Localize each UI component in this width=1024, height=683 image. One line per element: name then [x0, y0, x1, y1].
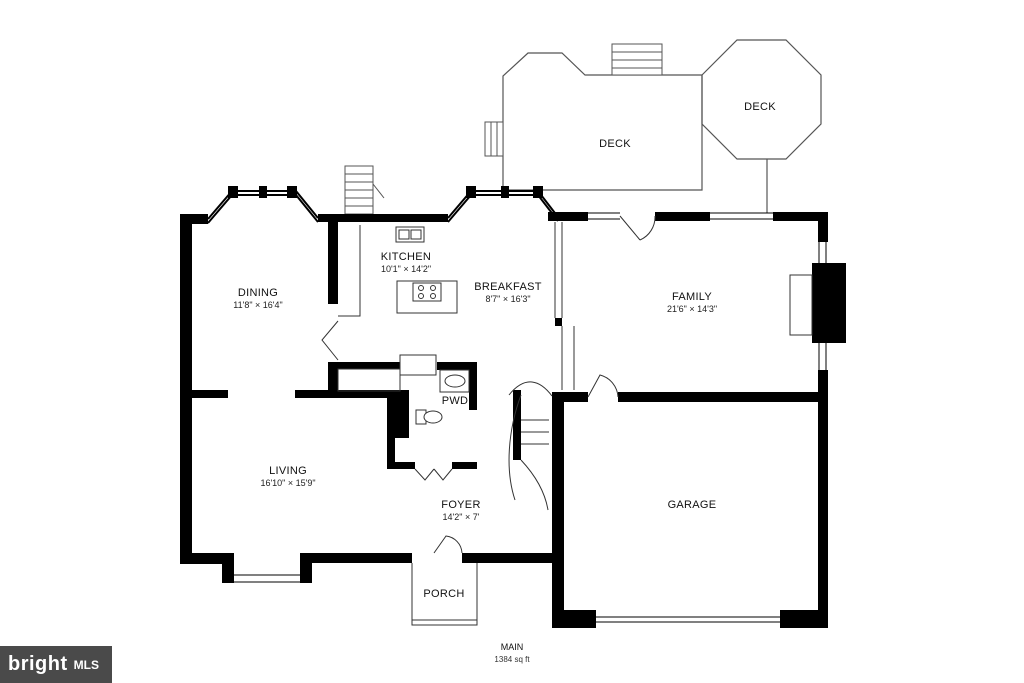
- dining-label: DINING: [238, 287, 278, 299]
- pwd-label: PWD: [442, 395, 469, 407]
- living-label: LIVING: [269, 465, 307, 477]
- walls: [180, 212, 846, 628]
- family-dims: 21'6" × 14'3": [667, 304, 717, 314]
- porch-label: PORCH: [423, 588, 464, 600]
- mls-text: MLS: [73, 657, 99, 672]
- kitchen-dims: 10'1" × 14'2": [381, 264, 431, 274]
- kitchen-island: [396, 280, 458, 314]
- deck-steps-left: [484, 121, 504, 157]
- brand-text: bright: [8, 653, 68, 675]
- deck-label: DECK: [599, 138, 631, 150]
- living-dims: 16'10" × 15'9": [260, 478, 315, 488]
- counter-box: [399, 354, 437, 376]
- pwd-toilet: [415, 409, 443, 425]
- room-labels: DECK DECK KITCHEN 10'1" × 14'2" BREAKFAS…: [233, 101, 776, 664]
- breakfast-bay-posts: [466, 186, 543, 198]
- windows: [234, 212, 827, 623]
- kitchen-stair: [344, 165, 385, 215]
- breakfast-label: BREAKFAST: [474, 281, 542, 293]
- kitchen-label: KITCHEN: [381, 251, 431, 263]
- foyer-label: FOYER: [441, 499, 480, 511]
- interior-lines: [337, 222, 813, 626]
- foyer-dims: 14'2" × 7': [443, 512, 480, 522]
- deck-steps-top: [611, 43, 663, 76]
- doors: [321, 215, 656, 554]
- family-label: FAMILY: [672, 291, 712, 303]
- breakfast-dims: 8'7" × 16'3": [485, 294, 530, 304]
- deck-outline: [502, 39, 822, 213]
- garage-label: GARAGE: [668, 499, 717, 511]
- kitchen-sink: [395, 226, 425, 243]
- dining-bay-posts: [228, 186, 297, 198]
- dining-dims: 11'8" × 16'4": [233, 300, 282, 310]
- area-label: 1384 sq ft: [494, 655, 530, 664]
- deck-octagon-label: DECK: [744, 101, 776, 113]
- pwd-sink: [439, 369, 470, 393]
- level-label: MAIN: [501, 642, 524, 652]
- bright-mls-logo: bright MLS: [0, 646, 112, 683]
